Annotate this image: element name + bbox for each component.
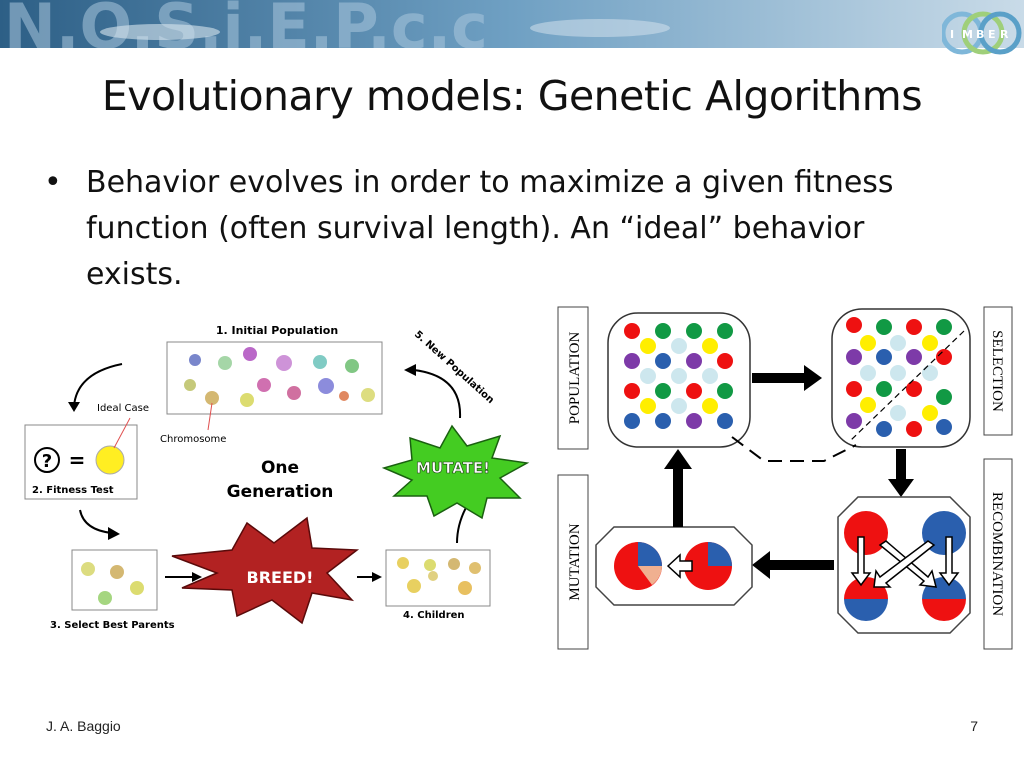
generation-label: Generation xyxy=(227,482,334,502)
initial-population-box xyxy=(167,342,382,414)
fish-silhouette xyxy=(100,24,220,40)
fish-silhouette xyxy=(530,19,670,37)
logo-letter: M xyxy=(962,28,973,41)
page-number: 7 xyxy=(970,718,978,734)
slide-title: Evolutionary models: Genetic Algorithms xyxy=(0,72,1024,120)
equals-sign: = xyxy=(69,448,86,472)
arrow xyxy=(768,560,834,570)
step3-label: 3. Select Best Parents xyxy=(50,620,175,631)
dashed-link xyxy=(732,437,856,461)
ga-cycle-diagram: 1. Initial Population Ideal Case Chromos… xyxy=(22,318,532,640)
author-footer: J. A. Baggio xyxy=(46,718,121,734)
ideal-case-circle xyxy=(96,446,124,474)
arrow xyxy=(414,370,460,418)
step4-label: 4. Children xyxy=(403,610,465,621)
selection-label: SELECTION xyxy=(989,330,1005,412)
arrow xyxy=(457,504,468,543)
mutate-label: MUTATE! xyxy=(416,459,490,477)
best-parents-box xyxy=(72,550,157,610)
arrowhead xyxy=(404,364,416,376)
breed-label: BREED! xyxy=(247,568,314,587)
bullet-text: Behavior evolves in order to maximize a … xyxy=(86,160,966,298)
arrow xyxy=(673,467,683,527)
arrowhead xyxy=(372,572,382,582)
question-mark: ? xyxy=(42,451,52,472)
step2-label: 2. Fitness Test xyxy=(32,485,114,496)
step5-label: 5. New Population xyxy=(412,329,496,406)
arrow xyxy=(896,449,906,481)
arrowhead xyxy=(108,527,120,540)
arrowhead xyxy=(804,365,822,391)
recombination-label: RECOMBINATION xyxy=(989,492,1005,616)
arrowhead xyxy=(752,551,770,579)
arrow xyxy=(74,364,122,406)
arrowhead xyxy=(664,449,692,469)
ga-loop-diagram: POPULATION SELECTION RECOMBINATION MUTAT… xyxy=(556,305,1016,653)
banner-text: N.O.S.i.E.P.c.c xyxy=(4,0,488,48)
step1-label: 1. Initial Population xyxy=(216,324,338,337)
arrow xyxy=(752,373,806,383)
logo-letter: I xyxy=(950,28,954,41)
ideal-case-label: Ideal Case xyxy=(97,403,149,414)
mutation-label: MUTATION xyxy=(567,523,583,600)
arrowhead xyxy=(888,479,914,497)
logo-letter: R xyxy=(1000,28,1009,41)
arrow xyxy=(80,510,112,533)
arrowhead xyxy=(68,402,80,412)
imber-logo: I M B E R xyxy=(942,10,1024,56)
logo-letter: B xyxy=(976,28,984,41)
bullet-dot-icon: • xyxy=(44,160,62,206)
chromosome-label: Chromosome xyxy=(160,434,226,445)
header-banner: N.O.S.i.E.P.c.c xyxy=(0,0,1024,48)
one-label: One xyxy=(261,458,299,478)
population-label: POPULATION xyxy=(567,332,583,425)
logo-letter: E xyxy=(988,28,996,41)
